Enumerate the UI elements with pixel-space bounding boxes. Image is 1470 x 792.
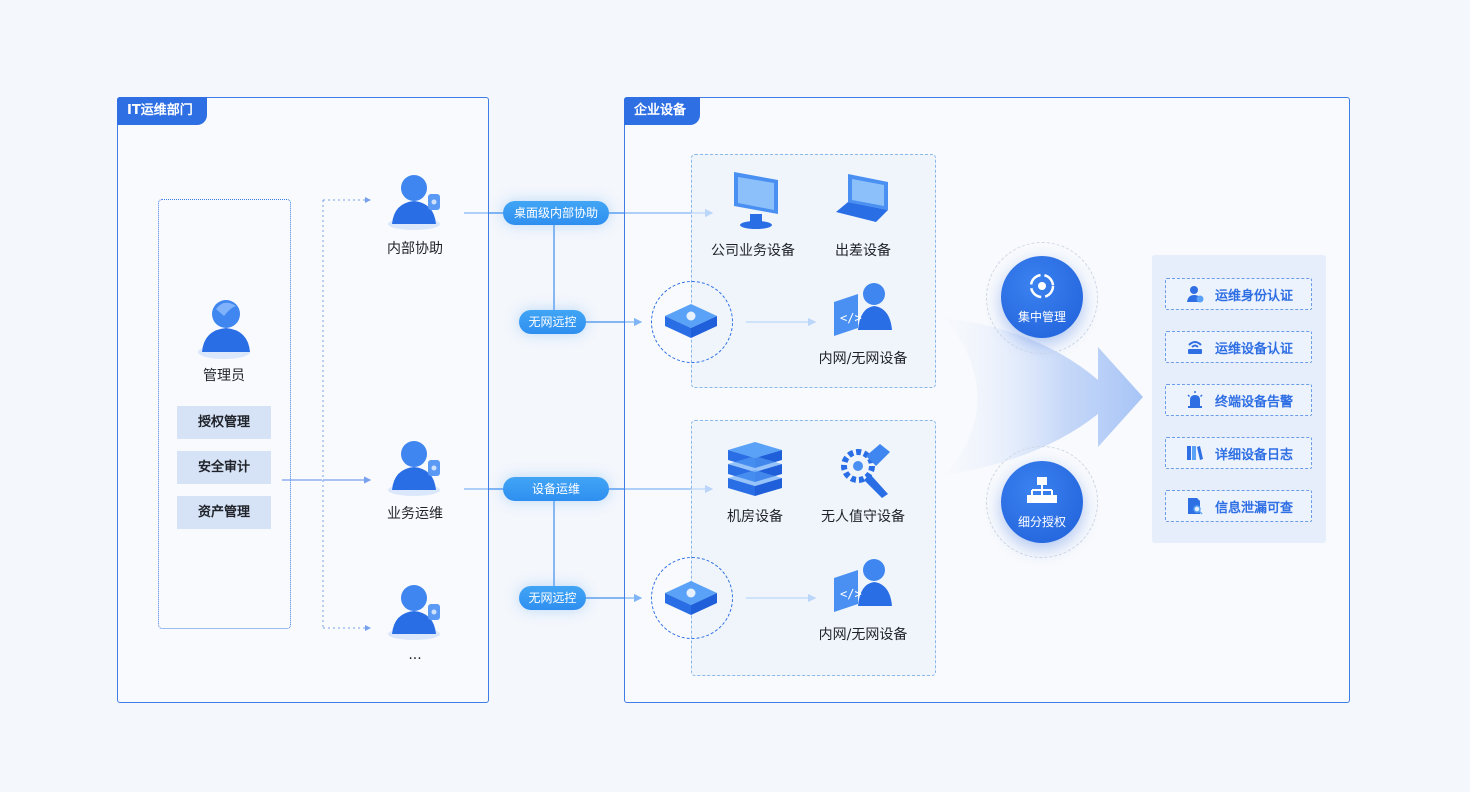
- desktop-assist-pill: 桌面级内部协助: [503, 201, 609, 225]
- feature-label: 终端设备告警: [1215, 394, 1294, 410]
- it-ops-panel-title: IT运维部门: [117, 97, 207, 125]
- intranet-device-icon: </>: [834, 283, 892, 336]
- feature-leak-traceable[interactable]: 信息泄漏可查: [1165, 490, 1312, 522]
- monitor-icon: [734, 172, 778, 229]
- it-ops-panel: IT运维部门: [117, 97, 489, 703]
- svg-text:</>: </>: [840, 311, 862, 325]
- user-headset-icon: [388, 441, 440, 496]
- hub-halo-granular: [986, 446, 1098, 558]
- device-intranet-bottom-label: 内网/无网设备: [818, 627, 908, 643]
- router-icon: [1188, 341, 1202, 354]
- granular-authorization-hub[interactable]: 细分授权: [1001, 461, 1083, 543]
- no-net-remote-pill-top: 无网远控: [519, 310, 586, 334]
- gateway-box-icon: [665, 304, 717, 338]
- intranet-device-icon: </>: [834, 559, 892, 612]
- big-arrow: [945, 318, 1143, 475]
- alarm-icon: [1187, 391, 1203, 408]
- device-ops-pill: 设备运维: [503, 477, 609, 501]
- server-rack-icon: [728, 442, 782, 496]
- feature-label: 运维设备认证: [1215, 341, 1294, 357]
- feature-ops-device-auth[interactable]: 运维设备认证: [1165, 331, 1312, 363]
- sync-cycle-icon: [1029, 273, 1055, 299]
- role-asset-management-button[interactable]: 资产管理: [177, 496, 271, 529]
- central-management-label: 集中管理: [1017, 310, 1066, 324]
- feature-device-logs[interactable]: 详细设备日志: [1165, 437, 1312, 469]
- hub-halo-central: [986, 242, 1098, 354]
- user-internal-assist-label: 内部协助: [387, 241, 443, 257]
- admin-label: 管理员: [203, 368, 245, 384]
- device-group-bottom: [691, 420, 936, 676]
- device-server-room-label: 机房设备: [727, 509, 783, 525]
- gateway-halo-bottom: [651, 557, 733, 639]
- hierarchy-icon: [1027, 477, 1057, 503]
- device-group-top: [691, 154, 936, 388]
- doc-search-icon: [1188, 498, 1203, 515]
- role-security-audit-button[interactable]: 安全审计: [177, 451, 271, 484]
- device-unattended-label: 无人值守设备: [821, 509, 905, 525]
- feature-label: 信息泄漏可查: [1215, 500, 1294, 516]
- admin-box: [158, 199, 291, 629]
- feature-label: 运维身份认证: [1215, 288, 1294, 304]
- device-intranet-top-label: 内网/无网设备: [818, 351, 908, 367]
- user-business-ops-label: 业务运维: [387, 506, 443, 522]
- log-books-icon: [1187, 446, 1203, 460]
- admin-user-icon: [198, 300, 250, 359]
- user-headset-icon: [388, 585, 440, 640]
- user-check-icon: [1187, 286, 1204, 303]
- device-company-business-label: 公司业务设备: [711, 243, 795, 259]
- no-net-remote-pill-bottom: 无网远控: [519, 586, 586, 610]
- svg-text:</>: </>: [840, 587, 862, 601]
- enterprise-devices-panel-title: 企业设备: [624, 97, 701, 125]
- gateway-halo-top: [651, 281, 733, 363]
- device-business-trip-label: 出差设备: [835, 243, 891, 259]
- feature-ops-identity-auth[interactable]: 运维身份认证: [1165, 278, 1312, 310]
- feature-label: 详细设备日志: [1215, 447, 1294, 463]
- laptop-icon: [836, 174, 888, 222]
- robot-arm-icon: [841, 444, 890, 498]
- central-management-hub[interactable]: 集中管理: [1001, 256, 1083, 338]
- feature-terminal-alarm[interactable]: 终端设备告警: [1165, 384, 1312, 416]
- user-headset-icon: [388, 175, 440, 230]
- granular-authorization-label: 细分授权: [1017, 515, 1066, 529]
- user-more-label: ...: [408, 647, 422, 663]
- gateway-box-icon: [665, 581, 717, 615]
- role-authorization-button[interactable]: 授权管理: [177, 406, 271, 439]
